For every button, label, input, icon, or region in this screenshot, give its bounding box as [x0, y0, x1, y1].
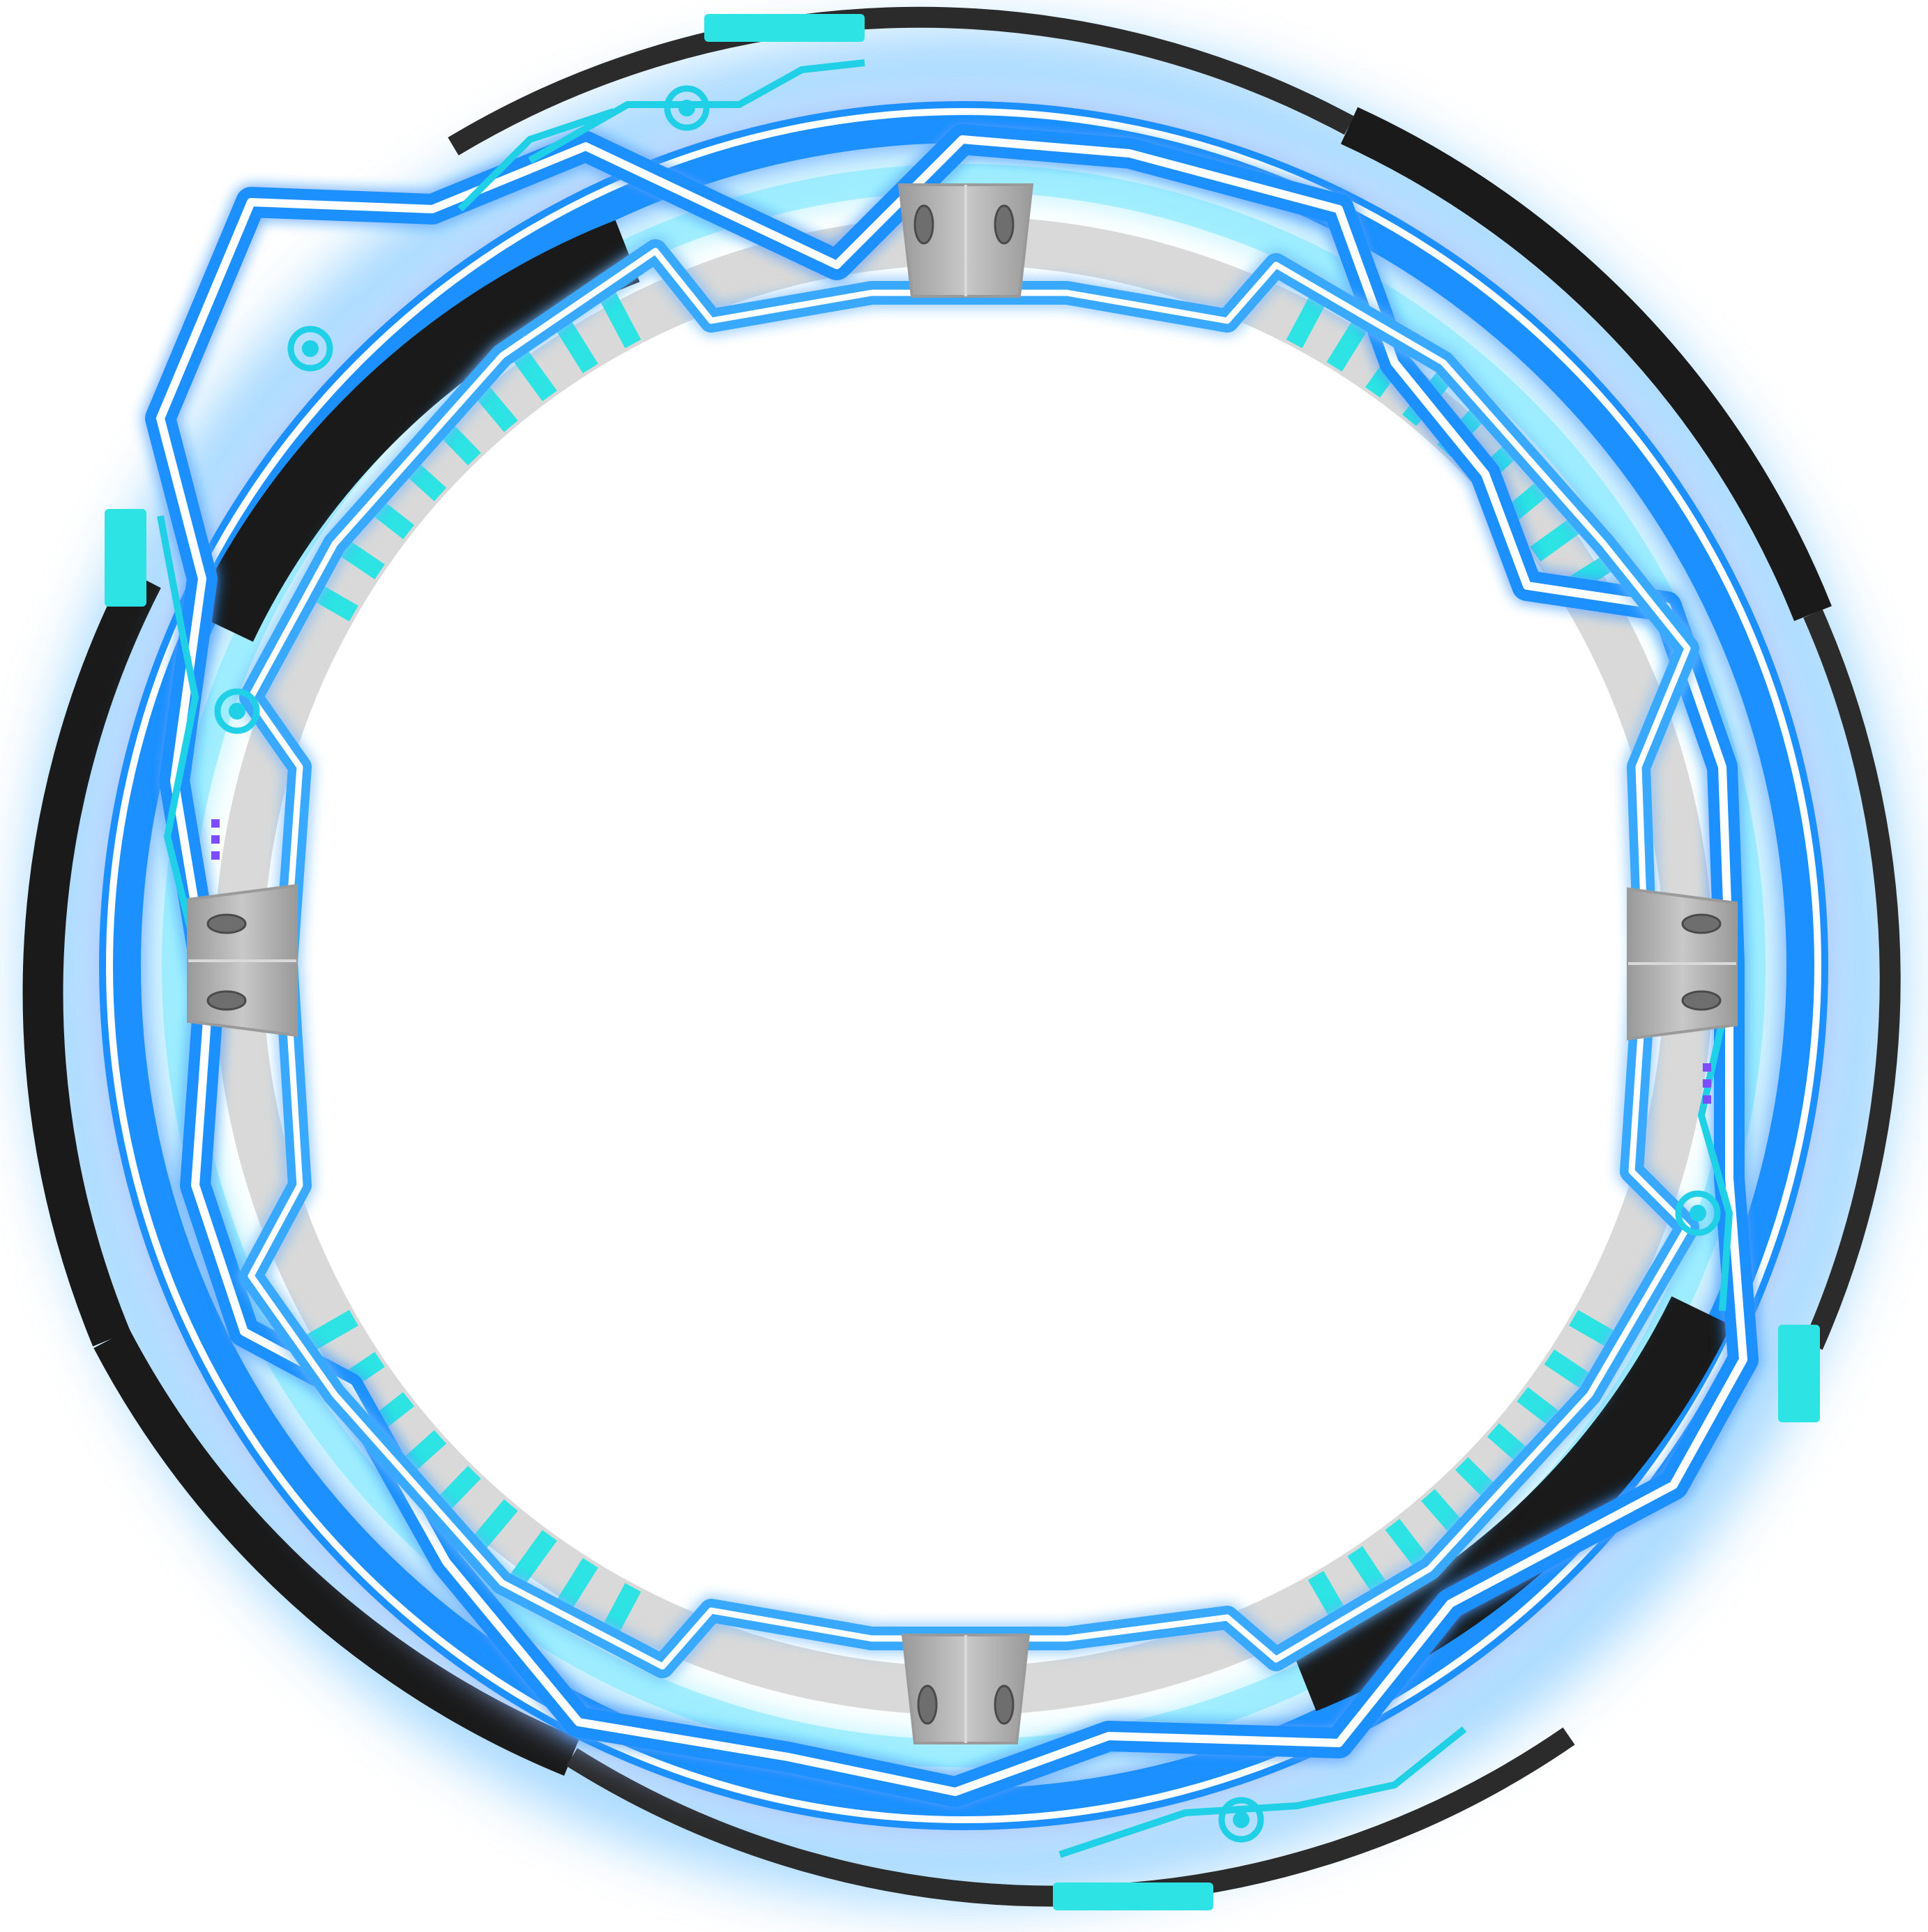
bracket-left	[187, 883, 298, 1037]
circuit-traces	[105, 14, 1820, 1910]
tick-mark	[1326, 314, 1372, 372]
indicator-dots	[211, 819, 1711, 1104]
tick-mark	[509, 1530, 557, 1586]
circuit-node-icon	[1675, 1190, 1721, 1236]
circuit-node-icon	[214, 688, 260, 734]
tick-mark	[509, 345, 557, 402]
tick-mark	[1530, 514, 1586, 562]
tick-mark	[301, 1309, 358, 1354]
tick-mark	[553, 1558, 598, 1615]
bracket-right	[1627, 887, 1738, 1041]
tick-mark	[598, 290, 642, 349]
outer-glow	[33, 35, 1895, 1896]
blue-ring	[99, 101, 1828, 1830]
circuit-node-icon	[1218, 1797, 1264, 1843]
tick-mark	[1286, 290, 1329, 349]
outer-dark-ring	[22, 6, 1901, 1907]
inner-dark-crescents	[193, 220, 1731, 1712]
tick-mark	[468, 1499, 518, 1554]
circuit-nodes	[214, 85, 1721, 1843]
circuit-node-icon	[287, 326, 333, 372]
tick-marks	[301, 290, 1627, 1641]
bracket-bottom	[901, 1634, 1031, 1744]
tick-mark	[553, 316, 598, 374]
bracket-top	[897, 183, 1034, 298]
neon-zigzag	[145, 124, 1759, 1807]
circuit-node-icon	[664, 85, 710, 131]
